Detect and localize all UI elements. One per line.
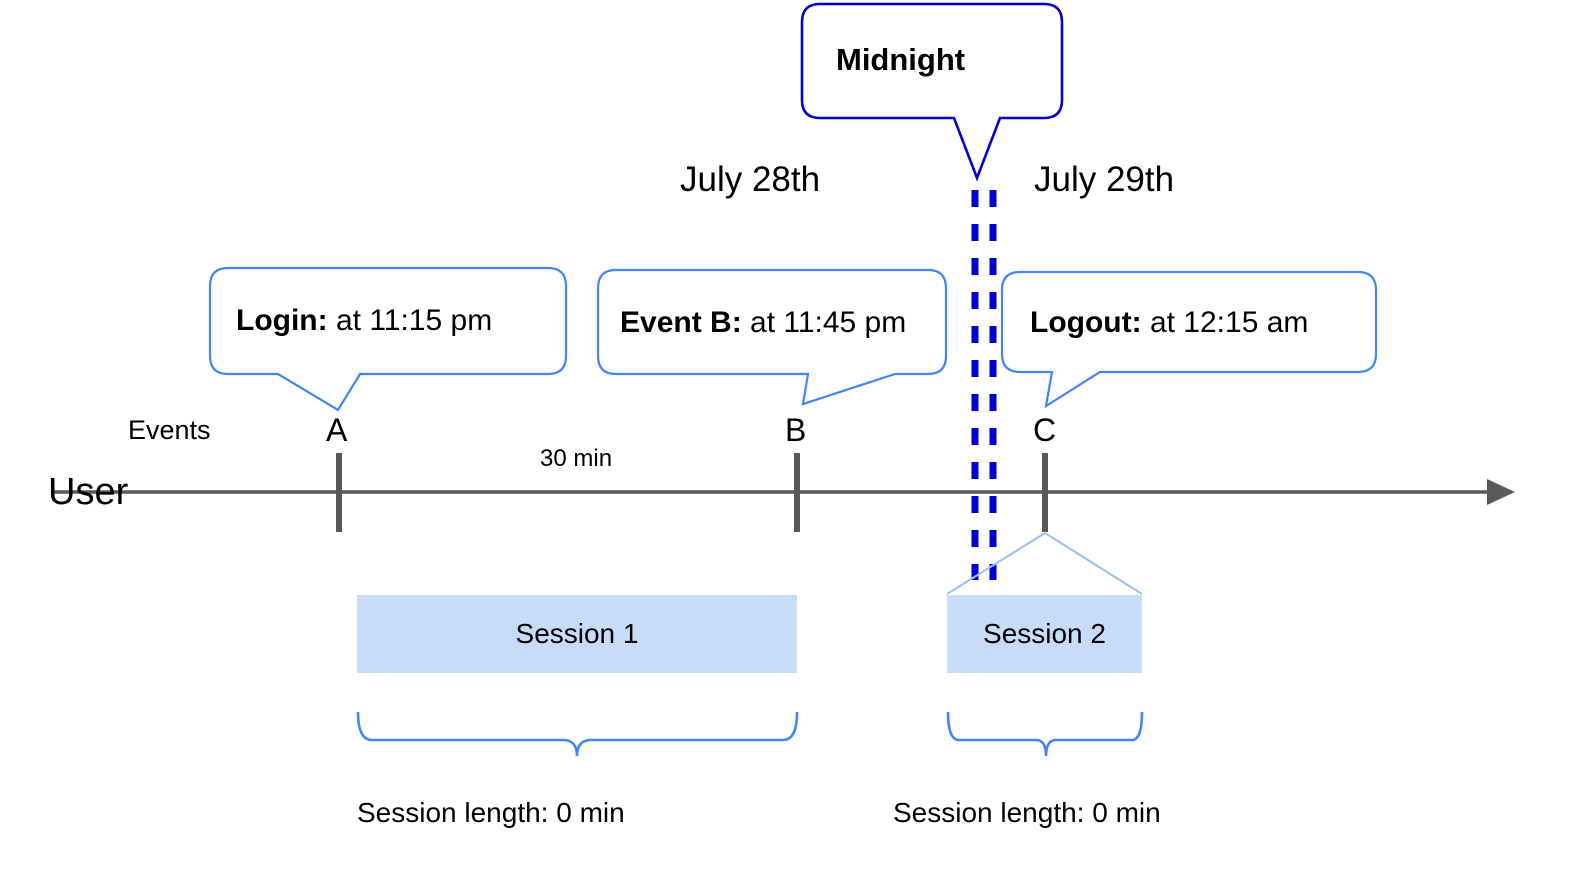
event-b-callout-shape: [596, 268, 948, 406]
event-b-callout-title: Event B:: [620, 306, 742, 339]
events-row-label: Events: [128, 415, 211, 445]
event-marker-label-a: A: [326, 412, 348, 448]
midnight-callout-shape: [800, 2, 1064, 182]
event-marker-label-c: C: [1033, 412, 1057, 448]
logout-callout-title: Logout:: [1030, 306, 1142, 339]
axis-arrow-icon: [1487, 479, 1515, 505]
session-2-length-label: Session length: 0 min: [893, 797, 1161, 828]
midnight-label: Midnight: [836, 42, 966, 77]
session-1-length-label: Session length: 0 min: [357, 797, 625, 828]
logout-callout-label: Logout: at 12:15 am: [1030, 308, 1308, 338]
user-row-label: User: [48, 471, 129, 513]
session-box-2-label: Session 2: [983, 618, 1106, 649]
gap-duration-label: 30 min: [540, 445, 613, 472]
session-2-leader-lines: [946, 532, 1143, 595]
session-2-brace: [946, 711, 1144, 757]
login-callout-title: Login:: [236, 304, 328, 337]
timeline-axis: [52, 479, 1515, 505]
session-box-1: Session 1: [357, 595, 797, 673]
event-marker-label-b: B: [785, 412, 807, 448]
login-callout-label: Login: at 11:15 pm: [236, 306, 492, 336]
date-label-july-29: July 29th: [1034, 160, 1175, 199]
session-box-1-label: Session 1: [515, 618, 639, 649]
logout-callout-detail: at 12:15 am: [1141, 306, 1309, 339]
midnight-dashed-divider-icon: [971, 190, 997, 580]
login-callout-shape: [208, 266, 568, 412]
event-b-callout-detail: at 11:45 pm: [741, 306, 907, 339]
logout-callout-shape: [1000, 270, 1378, 409]
event-b-callout-label: Event B: at 11:45 pm: [620, 308, 906, 338]
session-1-brace: [356, 711, 799, 757]
login-callout-detail: at 11:15 pm: [327, 304, 493, 337]
date-label-july-28: July 28th: [680, 160, 821, 199]
session-box-2: Session 2: [947, 595, 1142, 673]
